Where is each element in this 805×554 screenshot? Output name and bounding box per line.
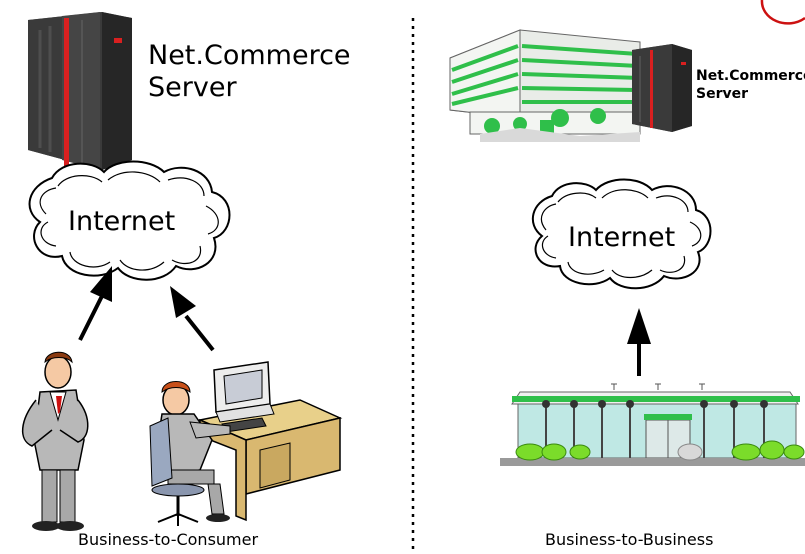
right-server-label-line1: Net.Commerce [696, 68, 805, 84]
server-rack-icon [28, 12, 132, 170]
desk-computer-user-icon [149, 361, 343, 526]
right-server-label: Net.Commerce Server [696, 68, 805, 103]
storefront-icon [500, 383, 805, 466]
right-caption: Business-to-Business [545, 530, 714, 549]
left-server-label-line1: Net.Commerce [148, 40, 351, 71]
right-cloud-label: Internet [568, 222, 676, 253]
server-rack-icon [632, 44, 692, 132]
cloud-icon [531, 178, 712, 290]
office-building-icon [449, 29, 641, 142]
upload-arrow-icon [78, 266, 112, 341]
left-server-label: Net.Commerce Server [148, 40, 351, 105]
left-cloud-label: Internet [68, 206, 176, 237]
upload-arrow-icon [170, 286, 215, 352]
left-server-label-line2: Server [148, 72, 237, 104]
right-server-label-line2: Server [696, 85, 749, 102]
corner-mark [760, 0, 805, 25]
upload-arrow-icon [627, 308, 651, 376]
cloud-icon [28, 160, 231, 281]
left-caption: Business-to-Consumer [78, 530, 259, 549]
consumer-person-icon [22, 351, 89, 531]
